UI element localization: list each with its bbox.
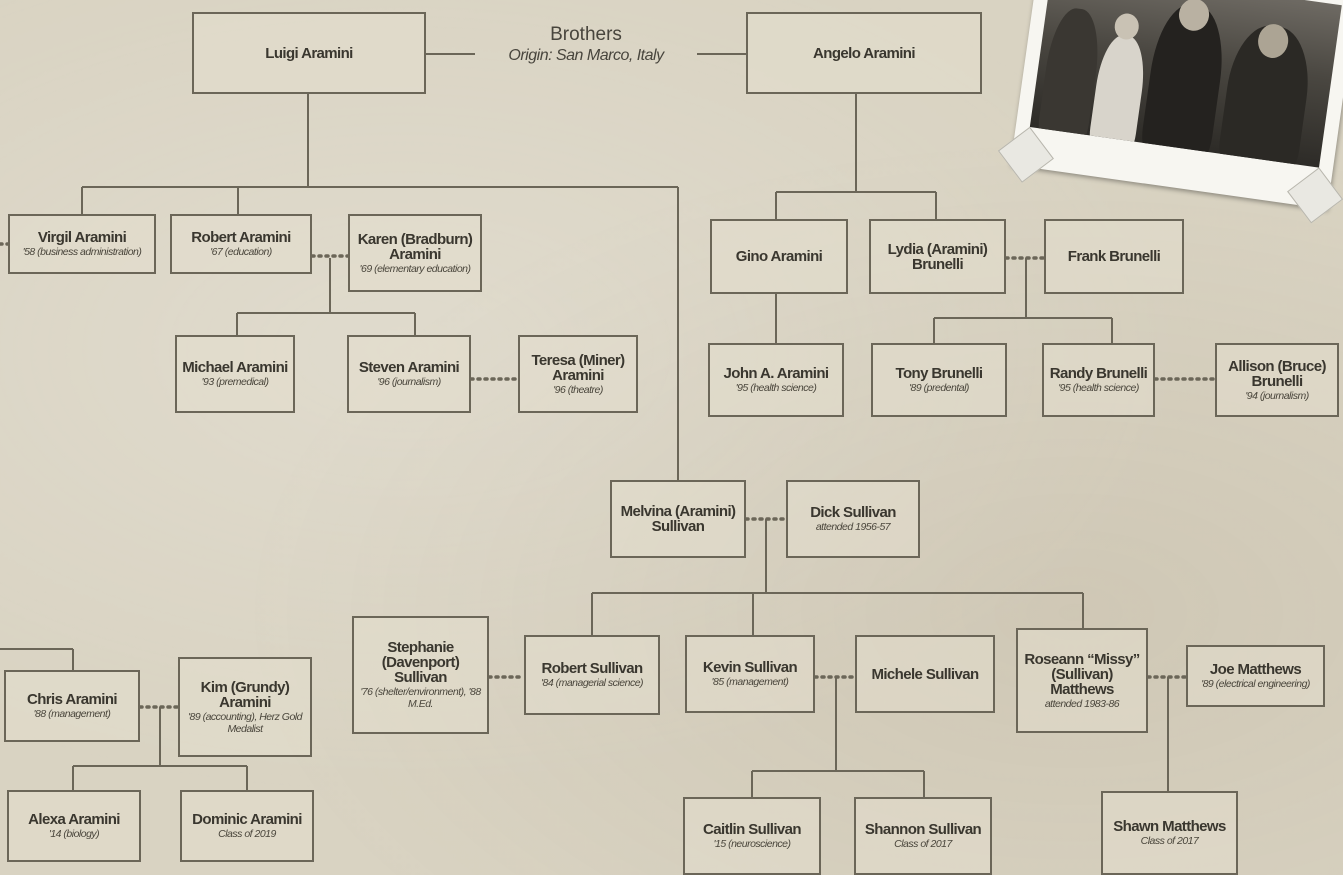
person-name: Angelo Aramini xyxy=(813,44,915,62)
person-name: John A. Aramini xyxy=(723,365,830,382)
person-detail: '84 (managerial science) xyxy=(540,677,644,689)
person-robert-sullivan: Robert Sullivan '84 (managerial science) xyxy=(524,635,660,715)
person-detail: attended 1956-57 xyxy=(815,521,891,533)
person-name: Steven Aramini xyxy=(358,359,460,376)
person-melvina-aramini-sullivan: Melvina (Aramini) Sullivan xyxy=(610,480,746,558)
person-name: Virgil Aramini xyxy=(37,229,127,246)
person-detail: '88 (management) xyxy=(33,708,111,720)
person-michael-aramini: Michael Aramini '93 (premedical) xyxy=(175,335,295,413)
person-dick-sullivan: Dick Sullivan attended 1956-57 xyxy=(786,480,920,558)
person-lydia-aramini-brunelli: Lydia (Aramini) Brunelli xyxy=(869,219,1006,294)
person-frank-brunelli: Frank Brunelli xyxy=(1044,219,1184,294)
person-name: Allison (Bruce) Brunelli xyxy=(1228,357,1326,390)
person-name: Luigi Aramini xyxy=(265,44,353,62)
person-detail: '76 (shelter/environment), '88 M.Ed. xyxy=(360,686,481,710)
person-detail: '69 (elementary education) xyxy=(359,262,472,275)
person-name: Dominic Aramini xyxy=(192,811,302,828)
person-name: Alexa Aramini xyxy=(28,811,120,828)
person-name: Chris Aramini xyxy=(26,691,118,708)
person-name: Dick Sullivan xyxy=(810,504,896,521)
person-luigi-aramini: Luigi Aramini xyxy=(192,12,426,94)
person-name: Shawn Matthews xyxy=(1113,818,1226,835)
person-detail: '95 (health science) xyxy=(1058,382,1139,394)
person-detail: '85 (management) xyxy=(711,676,789,688)
person-detail: Class of 2017 xyxy=(1140,835,1199,847)
origin-subtitle: Origin: San Marco, Italy xyxy=(508,47,664,64)
person-chris-aramini: Chris Aramini '88 (management) xyxy=(4,670,140,742)
person-john-aramini: John A. Aramini '95 (health science) xyxy=(708,343,844,417)
person-caitlin-sullivan: Caitlin Sullivan '15 (neuroscience) xyxy=(683,797,821,875)
person-name: Michele Sullivan xyxy=(871,665,979,683)
person-name: Stephanie (Davenport) Sullivan xyxy=(381,639,460,686)
person-angelo-aramini: Angelo Aramini xyxy=(746,12,982,94)
person-detail: '93 (premedical) xyxy=(201,376,269,388)
person-michele-sullivan: Michele Sullivan xyxy=(855,635,995,713)
person-joe-matthews: Joe Matthews '89 (electrical engineering… xyxy=(1186,645,1325,707)
person-name: Teresa (Miner) Aramini xyxy=(531,351,625,384)
person-name: Randy Brunelli xyxy=(1049,365,1148,382)
person-name: Kevin Sullivan xyxy=(702,659,798,676)
person-virgil-aramini: Virgil Aramini '58 (business administrat… xyxy=(8,214,156,274)
person-detail: '89 (accounting), Herz Gold Medalist xyxy=(188,710,302,735)
person-steven-aramini: Steven Aramini '96 (journalism) xyxy=(347,335,471,413)
person-detail: '89 (electrical engineering) xyxy=(1201,678,1310,690)
person-name: Tony Brunelli xyxy=(895,365,984,382)
person-detail: '67 (education) xyxy=(210,246,272,258)
person-detail: '14 (biology) xyxy=(48,828,100,840)
person-detail: '58 (business administration) xyxy=(22,246,142,258)
person-name: Roseann “Missy” (Sullivan) Matthews xyxy=(1024,650,1140,698)
person-detail: attended 1983-86 xyxy=(1044,697,1120,710)
person-robert-aramini: Robert Aramini '67 (education) xyxy=(170,214,312,274)
person-detail: '89 (predental) xyxy=(909,382,969,394)
person-detail: Class of 2019 xyxy=(218,828,276,840)
person-randy-brunelli: Randy Brunelli '95 (health science) xyxy=(1042,343,1155,417)
person-name: Gino Aramini xyxy=(735,248,823,265)
person-karen-bradburn-aramini: Karen (Bradburn) Aramini '69 (elementary… xyxy=(348,214,482,292)
person-roseann-sullivan-matthews: Roseann “Missy” (Sullivan) Matthews atte… xyxy=(1016,628,1148,733)
person-name: Robert Aramini xyxy=(191,229,291,246)
person-name: Frank Brunelli xyxy=(1067,248,1161,265)
person-kevin-sullivan: Kevin Sullivan '85 (management) xyxy=(685,635,815,713)
person-name: Lydia (Aramini) Brunelli xyxy=(887,240,988,273)
person-allison-bruce-brunelli: Allison (Bruce) Brunelli '94 (journalism… xyxy=(1215,343,1339,417)
person-alexa-aramini: Alexa Aramini '14 (biology) xyxy=(7,790,141,862)
person-stephanie-davenport-sullivan: Stephanie (Davenport) Sullivan '76 (shel… xyxy=(352,616,489,734)
person-shannon-sullivan: Shannon Sullivan Class of 2017 xyxy=(854,797,992,875)
brothers-label: Brothers Origin: San Marco, Italy xyxy=(476,24,696,66)
person-tony-brunelli: Tony Brunelli '89 (predental) xyxy=(871,343,1007,417)
person-dominic-aramini: Dominic Aramini Class of 2019 xyxy=(180,790,314,862)
person-gino-aramini: Gino Aramini xyxy=(710,219,848,294)
person-shawn-matthews: Shawn Matthews Class of 2017 xyxy=(1101,791,1238,875)
photo-image xyxy=(1029,0,1342,168)
person-detail: '96 (journalism) xyxy=(377,376,441,388)
person-name: Shannon Sullivan xyxy=(864,821,982,838)
person-teresa-miner-aramini: Teresa (Miner) Aramini '96 (theatre) xyxy=(518,335,638,413)
person-name: Michael Aramini xyxy=(182,359,288,376)
person-name: Robert Sullivan xyxy=(541,660,643,677)
person-kim-grundy-aramini: Kim (Grundy) Aramini '89 (accounting), H… xyxy=(178,657,312,757)
person-detail: '95 (health science) xyxy=(735,382,817,394)
person-name: Caitlin Sullivan xyxy=(703,821,802,838)
person-name: Karen (Bradburn) Aramini xyxy=(357,230,473,263)
brothers-title: Brothers xyxy=(550,24,622,45)
person-name: Melvina (Aramini) Sullivan xyxy=(620,503,736,535)
person-name: Joe Matthews xyxy=(1209,661,1302,678)
person-detail: '96 (theatre) xyxy=(553,383,603,396)
person-detail: Class of 2017 xyxy=(894,838,952,850)
person-detail: '94 (journalism) xyxy=(1245,389,1309,402)
person-name: Kim (Grundy) Aramini xyxy=(200,678,290,711)
person-detail: '15 (neuroscience) xyxy=(713,838,791,850)
